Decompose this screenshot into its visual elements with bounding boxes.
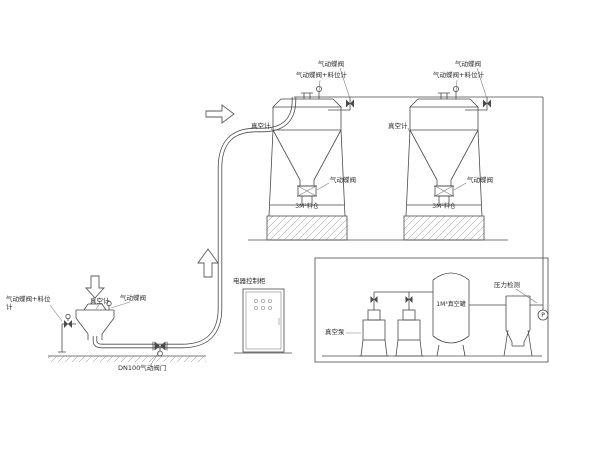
control-cabinet (234, 288, 292, 354)
vacuum-pump-1 (359, 309, 389, 357)
flow-arrow-up-icon (197, 248, 219, 278)
feeder-vacuum-gauge-label: 真空计 (90, 297, 110, 305)
cyclone1-bin-label: 3M³料仓 (295, 203, 319, 210)
inlet-filter (503, 295, 549, 357)
cyclone2-inlet-valve-label: 气动蝶阀 (455, 60, 481, 68)
flow-arrow-right-icon (205, 104, 235, 124)
feeder-station (48, 300, 206, 362)
feeder-inlet-valve-icon (64, 320, 72, 328)
pressure-detection-label: 压力检测 (494, 281, 520, 289)
vacuum-pump-station (314, 257, 549, 363)
cyclone2-vacuum-gauge-label: 真空计 (388, 122, 408, 130)
cabinet-label: 电器控制柜 (233, 277, 266, 285)
flow-arrow-down-icon (84, 275, 106, 299)
vacuum-manifold-line (294, 96, 544, 305)
cyclone1-top-valve-level-label: 气动蝶阀+料位计 (296, 71, 347, 79)
cyclone1-vacuum-gauge-label: 真空计 (251, 122, 271, 130)
pressure-gauge-icon (537, 309, 549, 321)
cyclone2-discharge-valve-label: 气动蝶阀 (467, 176, 493, 184)
vacuum-pump-2 (394, 309, 424, 357)
cyclone2-bin-label: 3M³料仓 (432, 203, 456, 210)
vacuum-tank (432, 272, 470, 357)
vacuum-tank-label: 1M³真空罐 (436, 301, 466, 308)
vacuum-pumps-label: 真空泵 (325, 328, 345, 336)
feeder-pipe-valve-label: DN100气动阀门 (118, 364, 167, 372)
cyclone1-discharge-valve-label: 气动蝶阀 (330, 176, 356, 184)
feeder-lid-valve-label: 气动蝶阀 (120, 294, 146, 302)
cyclone1-inlet-valve-label: 气动蝶阀 (318, 60, 344, 68)
feeder-lid-valve-icon (106, 300, 112, 307)
pressure-gauge-letter: P (541, 311, 545, 319)
feeder-inlet-valve-level-label: 气动蝶阀+料位计 (6, 295, 51, 311)
dn100-valve-icon (154, 341, 166, 351)
cyclone2-top-valve-level-label: 气动蝶阀+料位计 (433, 71, 484, 79)
